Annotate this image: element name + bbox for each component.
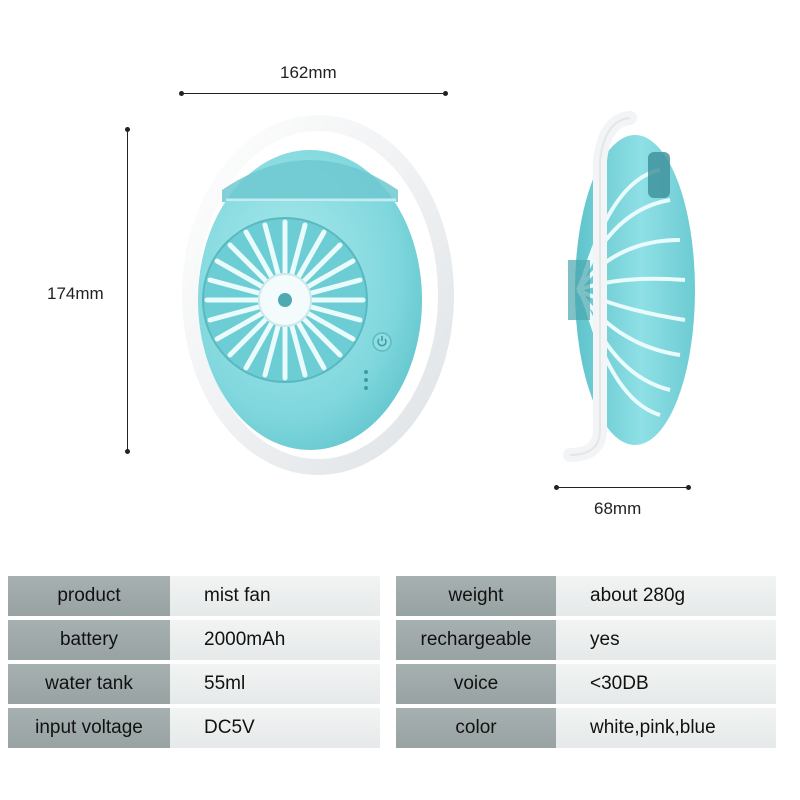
width-dimension-end-dot xyxy=(443,91,448,96)
spec-label: product xyxy=(8,576,170,616)
spec-value: mist fan xyxy=(170,576,380,616)
height-dimension-start-dot xyxy=(125,127,130,132)
fan-side-view-image xyxy=(563,111,695,462)
table-row: water tank 55ml xyxy=(8,664,380,704)
height-dimension-label: 174mm xyxy=(47,284,104,303)
fan-front-view-image xyxy=(182,115,454,475)
fan-grill xyxy=(202,217,368,383)
spec-label: voice xyxy=(396,664,556,704)
table-row: product mist fan xyxy=(8,576,380,616)
table-row: weight about 280g xyxy=(396,576,776,616)
width-dimension-line xyxy=(182,93,446,94)
spec-label: rechargeable xyxy=(396,620,556,660)
spec-value: yes xyxy=(556,620,776,660)
table-row: color white,pink,blue xyxy=(396,708,776,748)
spec-value: 55ml xyxy=(170,664,380,704)
spec-value: 2000mAh xyxy=(170,620,380,660)
table-row: rechargeable yes xyxy=(396,620,776,660)
depth-dimension-start-dot xyxy=(554,485,559,490)
table-row: input voltage DC5V xyxy=(8,708,380,748)
depth-dimension-line xyxy=(557,487,689,488)
width-dimension-label: 162mm xyxy=(280,63,337,82)
height-dimension-end-dot xyxy=(125,449,130,454)
depth-dimension-end-dot xyxy=(686,485,691,490)
spec-label: battery xyxy=(8,620,170,660)
height-dimension-line xyxy=(127,130,128,452)
width-dimension-start-dot xyxy=(179,91,184,96)
spec-label: color xyxy=(396,708,556,748)
spec-table-left: product mist fan battery 2000mAh water t… xyxy=(8,572,380,752)
table-row: battery 2000mAh xyxy=(8,620,380,660)
table-row: voice <30DB xyxy=(396,664,776,704)
spec-table-right: weight about 280g rechargeable yes voice… xyxy=(396,572,776,752)
spec-value: DC5V xyxy=(170,708,380,748)
spec-label: water tank xyxy=(8,664,170,704)
spec-value: <30DB xyxy=(556,664,776,704)
spec-label: weight xyxy=(396,576,556,616)
depth-dimension-label: 68mm xyxy=(594,499,642,518)
spec-value: about 280g xyxy=(556,576,776,616)
spec-value: white,pink,blue xyxy=(556,708,776,748)
spec-label: input voltage xyxy=(8,708,170,748)
